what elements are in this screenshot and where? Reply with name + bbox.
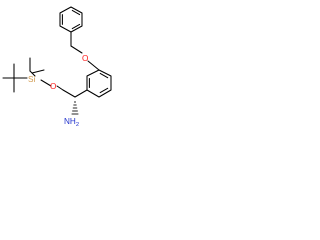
bond [71, 9, 81, 16]
bond [99, 72, 109, 79]
atom-amine: NH2 [64, 117, 79, 128]
benzyl-ring [59, 6, 83, 33]
bond [62, 89, 76, 98]
bond [74, 89, 88, 98]
molecule-canvas: O O Si NH2 [0, 0, 152, 152]
bond [59, 6, 83, 33]
amine-label: NH [64, 117, 76, 126]
atom-oxygen-silyl: O [50, 82, 56, 91]
amine-subscript: 2 [76, 122, 79, 128]
bond [87, 60, 100, 71]
bond [31, 69, 45, 74]
benzyl-linker [70, 31, 100, 71]
stereo-bond [71, 101, 79, 115]
chemical-structure: O O Si NH2 [2, 6, 112, 128]
bond [70, 45, 83, 54]
bond [71, 23, 81, 30]
bond [56, 85, 64, 91]
side-chain [40, 79, 88, 98]
atom-oxygen-ether: O [82, 54, 88, 63]
tbs-group [2, 57, 45, 93]
bond [40, 79, 52, 87]
bond [99, 87, 109, 94]
atom-silicon: Si [28, 75, 35, 84]
bond [86, 69, 112, 98]
bond [29, 70, 36, 77]
aryl-ring [86, 69, 112, 98]
